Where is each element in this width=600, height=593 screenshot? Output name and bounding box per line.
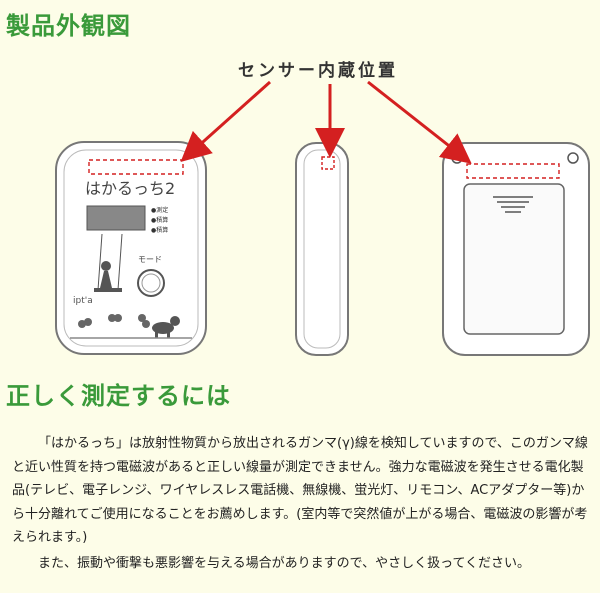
product-diagram: はかるっち2 ●測定 ●積算 ●積算 モード ipt'a <box>55 80 590 356</box>
device-front: はかるっち2 ●測定 ●積算 ●積算 モード ipt'a <box>55 141 207 355</box>
arrow-front <box>180 80 271 162</box>
brand-name: はかるっち2 <box>85 179 175 198</box>
arrow-back <box>367 80 472 164</box>
mode-label: モード <box>138 255 162 264</box>
measurement-body: 「はかるっち」は放射性物質から放出されるガンマ(γ)線を検知していますので、この… <box>12 432 590 575</box>
indicator-1: ●測定 <box>151 206 168 214</box>
device-back <box>442 142 590 356</box>
back-sensor-box <box>466 163 560 179</box>
indicator-3: ●積算 <box>151 226 168 234</box>
battery-cover <box>463 183 565 335</box>
paragraph-1: 「はかるっち」は放射性物質から放出されるガンマ(γ)線を検知していますので、この… <box>12 436 588 545</box>
indicator-2: ●積算 <box>151 216 168 224</box>
screw-right <box>567 152 579 164</box>
maker-logo: ipt'a <box>73 296 93 306</box>
measurement-heading: 正しく測定するには <box>6 382 231 410</box>
paragraph-2: また、振動や衝撃も悪影響を与える場合がありますので、やさしく扱ってください。 <box>38 555 531 571</box>
device-side <box>295 142 349 356</box>
sensor-position-label: センサー内蔵位置 <box>238 61 398 81</box>
exterior-heading: 製品外観図 <box>6 12 131 40</box>
lcd-display <box>86 205 146 231</box>
front-sensor-box <box>88 159 184 175</box>
